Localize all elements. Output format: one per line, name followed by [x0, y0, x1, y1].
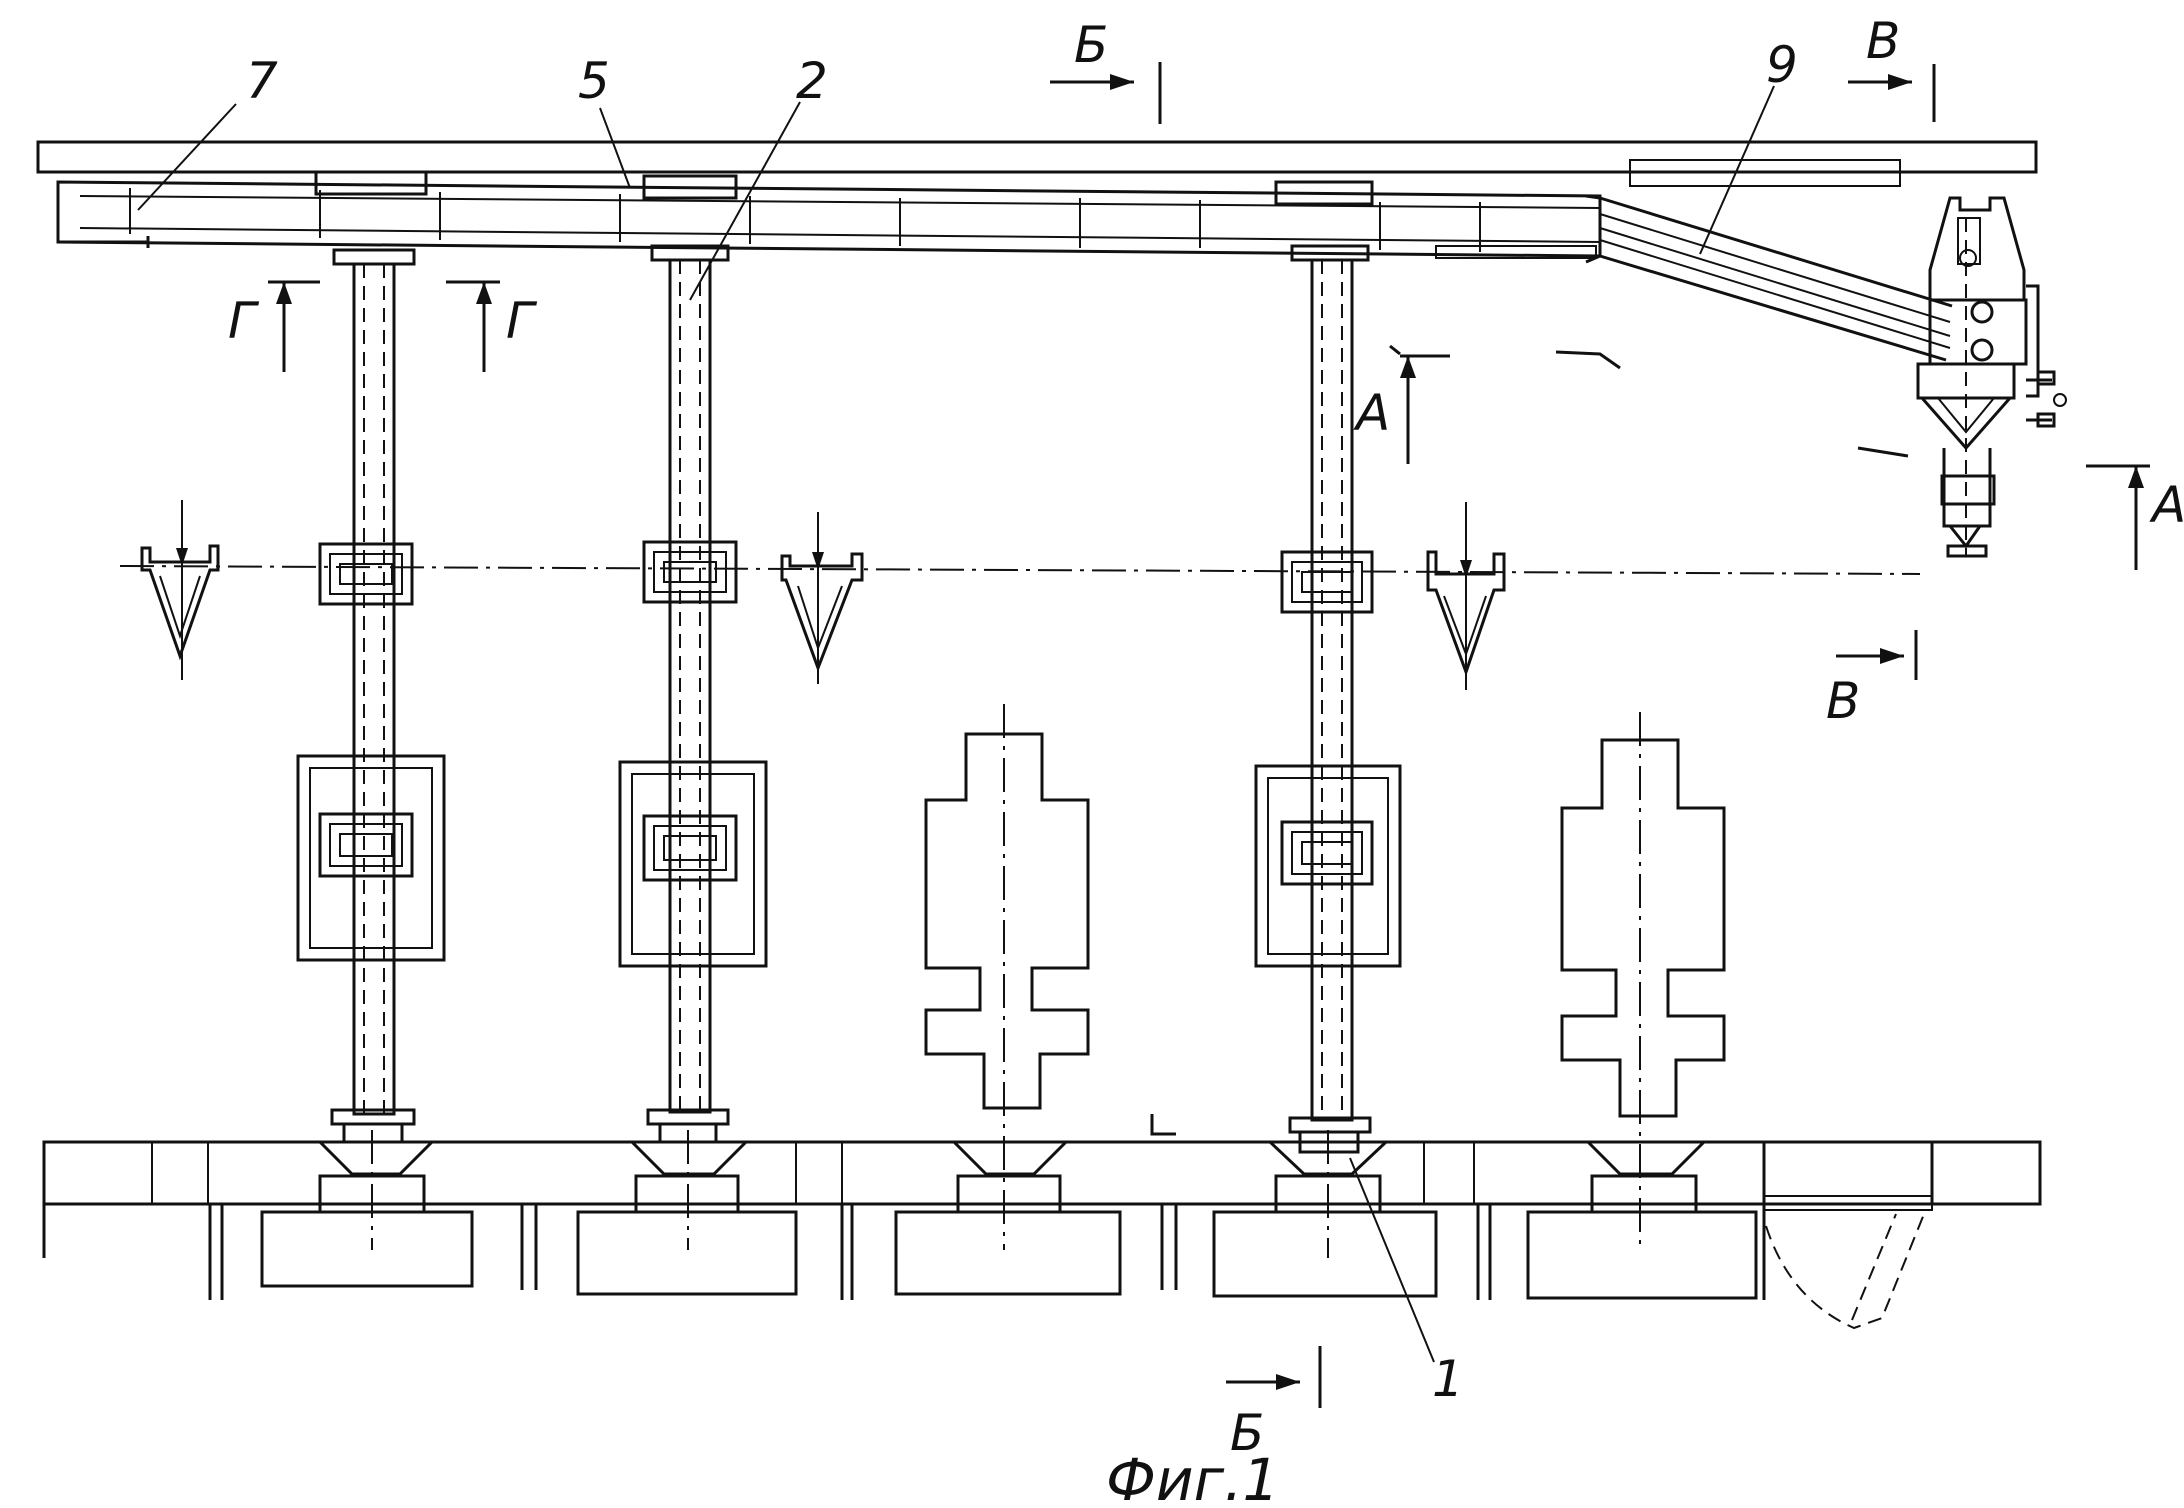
- column-3: [1256, 246, 1400, 1152]
- bucket-carrier-2: [782, 512, 862, 684]
- section-mark-v-top: [1848, 64, 1934, 122]
- section-mark-g-right: [446, 282, 500, 372]
- label-section-a-left: А: [1353, 384, 1390, 442]
- bucket-carrier-1: [142, 500, 218, 680]
- section-mark-b-bottom: [1226, 1346, 1320, 1408]
- workpiece-2: [1562, 712, 1724, 1252]
- label-section-v-top: В: [1866, 12, 1900, 70]
- section-mark-a-left: [1390, 346, 1450, 464]
- bucket-carrier-3: [1428, 502, 1504, 690]
- inclined-boom: [1586, 196, 1952, 360]
- floor-sockets: [262, 1130, 1756, 1298]
- workpiece-1: [926, 704, 1088, 1250]
- section-mark-a-right: [2086, 466, 2150, 570]
- label-section-a-right: А: [2149, 476, 2184, 534]
- hanging-trolley: [1918, 198, 2066, 556]
- figure-caption: Фиг.1: [1106, 1446, 1279, 1508]
- column-2: [620, 246, 766, 1142]
- floor-slab: [44, 1142, 2040, 1328]
- label-section-b-top: Б: [1074, 16, 1108, 74]
- section-mark-g-left: [268, 282, 320, 372]
- column-1: [298, 250, 444, 1142]
- cut-line-upper: [1556, 352, 1620, 368]
- conveyor-axis: [120, 566, 1920, 574]
- corner-mark: [1152, 1114, 1176, 1134]
- label-part-2: 2: [796, 52, 828, 110]
- label-part-7: 7: [246, 52, 278, 110]
- ceiling-beam: [38, 142, 2036, 186]
- label-section-g-right: Г: [506, 292, 538, 350]
- label-part-5: 5: [578, 52, 610, 110]
- cut-line-lower: [1858, 448, 1908, 456]
- label-part-1: 1: [1432, 1350, 1464, 1408]
- label-part-9: 9: [1766, 36, 1798, 94]
- label-section-v-bottom: В: [1826, 672, 1860, 730]
- label-section-g-left: Г: [228, 292, 260, 350]
